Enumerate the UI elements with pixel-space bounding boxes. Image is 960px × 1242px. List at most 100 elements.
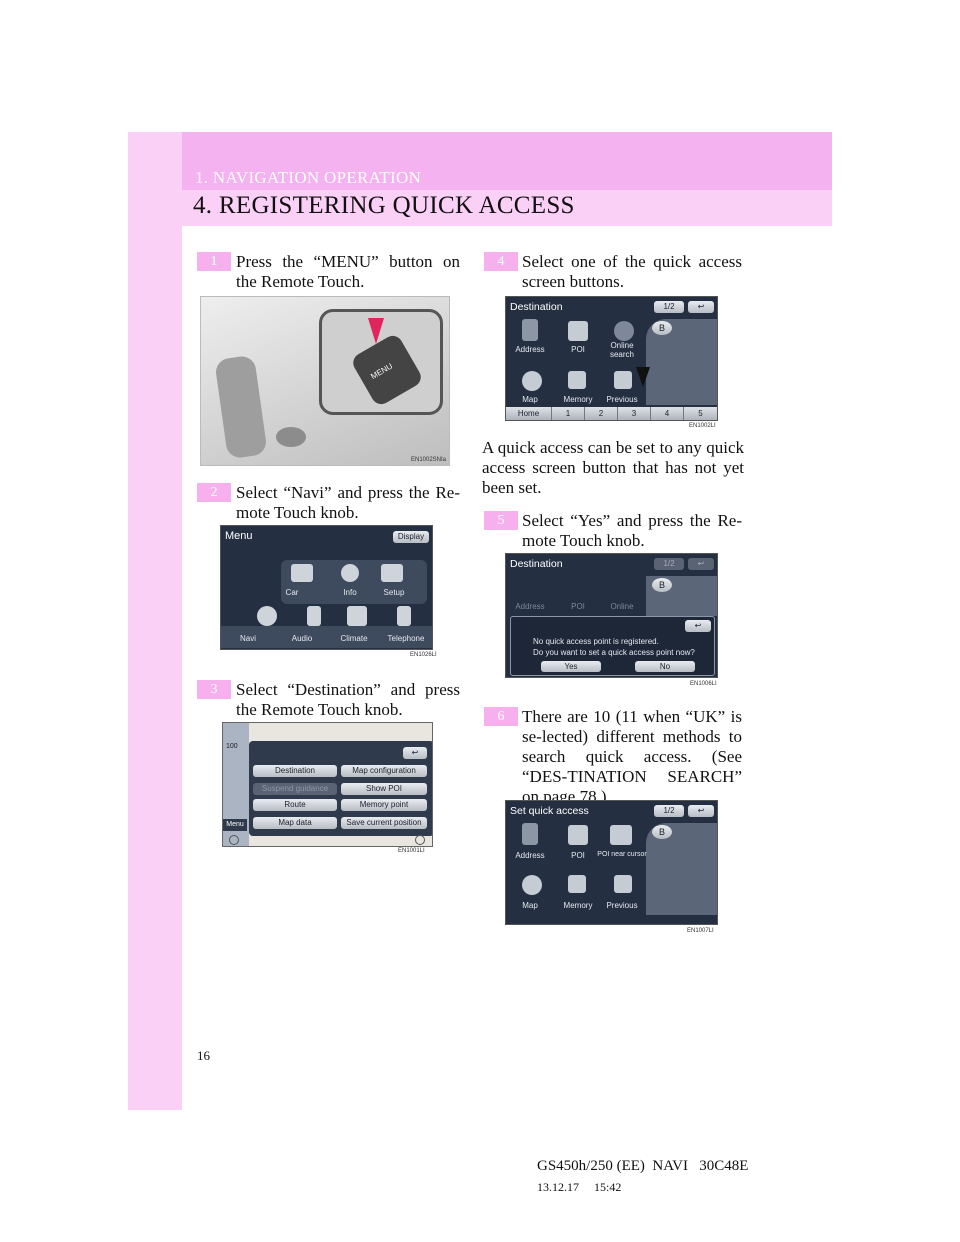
page-number: 16 <box>197 1048 210 1063</box>
back-button[interactable]: ↩ <box>688 301 714 313</box>
document-code: GS450h/250 (EE) NAVI 30C48E <box>537 1158 749 1174</box>
b-badge: B <box>652 321 672 335</box>
step-5-text: Select “Yes” and press the Re-mote Touch… <box>522 511 742 550</box>
menu-item-info[interactable]: Info <box>343 588 357 597</box>
address-book-icon <box>522 823 538 845</box>
route-button[interactable]: Route <box>253 799 337 811</box>
map-button[interactable]: Map <box>522 395 538 404</box>
memory-button[interactable]: Memory <box>563 395 593 404</box>
step-1-badge: 1 <box>197 252 231 271</box>
screen-title: Destination <box>510 558 563 570</box>
back-button-disabled: ↩ <box>688 558 714 570</box>
step-1-text: Press the “MENU” button on the Remote To… <box>236 252 460 291</box>
dialog-back-button[interactable]: ↩ <box>685 620 711 632</box>
tab-1[interactable]: 1 <box>552 407 585 420</box>
step-2-text: Select “Navi” and press the Re-mote Touc… <box>236 483 460 522</box>
tab-4[interactable]: 4 <box>651 407 684 420</box>
page-indicator: 1/2 <box>654 558 684 570</box>
header-band <box>182 132 832 190</box>
back-button[interactable]: ↩ <box>403 747 427 759</box>
destination-screen: Destination 1/2 ↩ B Address POI Online s… <box>505 296 718 421</box>
audio-icon <box>307 606 321 626</box>
destination-button[interactable]: Destination <box>253 765 337 777</box>
poi-near-cursor-icon <box>610 825 632 845</box>
confirm-dialog: ↩ No quick access point is registered. D… <box>510 616 715 676</box>
tab-home[interactable]: Home <box>506 407 552 420</box>
b-badge: B <box>652 578 672 592</box>
map-configuration-button[interactable]: Map configuration <box>341 765 427 777</box>
arrow-down-icon <box>636 367 650 387</box>
poi-button[interactable]: POI <box>571 851 585 860</box>
map-icon <box>522 371 542 391</box>
remote-touch-knob-illustration <box>276 427 306 447</box>
back-button[interactable]: ↩ <box>688 805 714 817</box>
memory-point-button[interactable]: Memory point <box>341 799 427 811</box>
online-button-dimmed: Online <box>610 602 634 611</box>
poi-button[interactable]: POI <box>571 345 585 354</box>
page-margin-band <box>128 132 182 1110</box>
title-band <box>182 190 832 226</box>
page-indicator[interactable]: 1/2 <box>654 805 684 817</box>
step-6-text: There are 10 (11 when “UK” is se-lected)… <box>522 707 742 806</box>
map-button[interactable]: Map <box>522 901 538 910</box>
address-button[interactable]: Address <box>515 345 545 354</box>
menu-item-navi[interactable]: Navi <box>239 634 256 643</box>
note-paragraph: A quick access can be set to any quick a… <box>482 438 744 497</box>
address-button-dimmed: Address <box>515 602 545 611</box>
step-4-text: Select one of the quick access screen bu… <box>522 252 742 291</box>
section-title: 4. REGISTERING QUICK ACCESS <box>193 192 575 219</box>
menu-button[interactable]: Menu <box>223 819 247 831</box>
display-button[interactable]: Display <box>393 531 429 543</box>
dialog-message-1: No quick access point is registered. <box>533 637 659 646</box>
address-button[interactable]: Address <box>515 851 545 860</box>
screen-title: Menu <box>225 530 253 542</box>
previous-icon <box>614 371 632 389</box>
map-data-button[interactable]: Map data <box>253 817 337 829</box>
zoom-in-icon[interactable] <box>229 835 239 845</box>
step-4-badge: 4 <box>484 252 518 271</box>
figure-code: EN1001LI <box>398 848 425 854</box>
step-3-text: Select “Destination” and press the Remot… <box>236 680 460 719</box>
setup-icon <box>381 564 403 582</box>
step-2-badge: 2 <box>197 483 231 502</box>
climate-icon <box>347 606 367 626</box>
save-current-position-button[interactable]: Save current position <box>341 817 427 829</box>
telephone-icon <box>397 606 411 626</box>
tab-2[interactable]: 2 <box>585 407 618 420</box>
menu-item-climate[interactable]: Climate <box>340 634 368 643</box>
menu-button-label: MENU <box>369 361 395 382</box>
yes-button[interactable]: Yes <box>541 661 601 672</box>
poi-icon <box>568 825 588 845</box>
zoom-out-icon[interactable] <box>415 835 425 845</box>
step-3-badge: 3 <box>197 680 231 699</box>
memory-button[interactable]: Memory <box>563 901 593 910</box>
map-icon <box>522 875 542 895</box>
show-poi-button[interactable]: Show POI <box>341 783 427 795</box>
step-5-badge: 5 <box>484 511 518 530</box>
section-label: 1. NAVIGATION OPERATION <box>195 168 422 187</box>
poi-button-dimmed: POI <box>571 602 585 611</box>
menu-screen: Menu Display Car Info Setup Navi Audio C… <box>220 525 433 650</box>
menu-item-setup[interactable]: Setup <box>383 588 405 597</box>
previous-icon <box>614 875 632 893</box>
car-icon <box>291 564 313 582</box>
online-search-icon <box>614 321 634 341</box>
menu-item-audio[interactable]: Audio <box>291 634 313 643</box>
menu-item-car[interactable]: Car <box>285 588 299 597</box>
page-indicator[interactable]: 1/2 <box>654 301 684 313</box>
online-search-button[interactable]: Online search <box>609 341 634 359</box>
step-6-badge: 6 <box>484 707 518 726</box>
tab-3[interactable]: 3 <box>618 407 651 420</box>
b-badge: B <box>652 825 672 839</box>
menu-item-telephone[interactable]: Telephone <box>387 634 425 643</box>
figure-code: EN1006LI <box>690 681 717 687</box>
poi-near-cursor-button[interactable]: POI near cursor <box>597 851 647 858</box>
navi-icon <box>257 606 277 626</box>
menu-button-illustration: MENU <box>349 332 425 408</box>
tab-5[interactable]: 5 <box>684 407 717 420</box>
map-menu-screen: 100 ↩ Destination Suspend guidance Route… <box>222 722 433 847</box>
previous-button[interactable]: Previous <box>606 395 638 404</box>
previous-button[interactable]: Previous <box>606 901 638 910</box>
no-button[interactable]: No <box>635 661 695 672</box>
screen-title: Set quick access <box>510 805 589 817</box>
